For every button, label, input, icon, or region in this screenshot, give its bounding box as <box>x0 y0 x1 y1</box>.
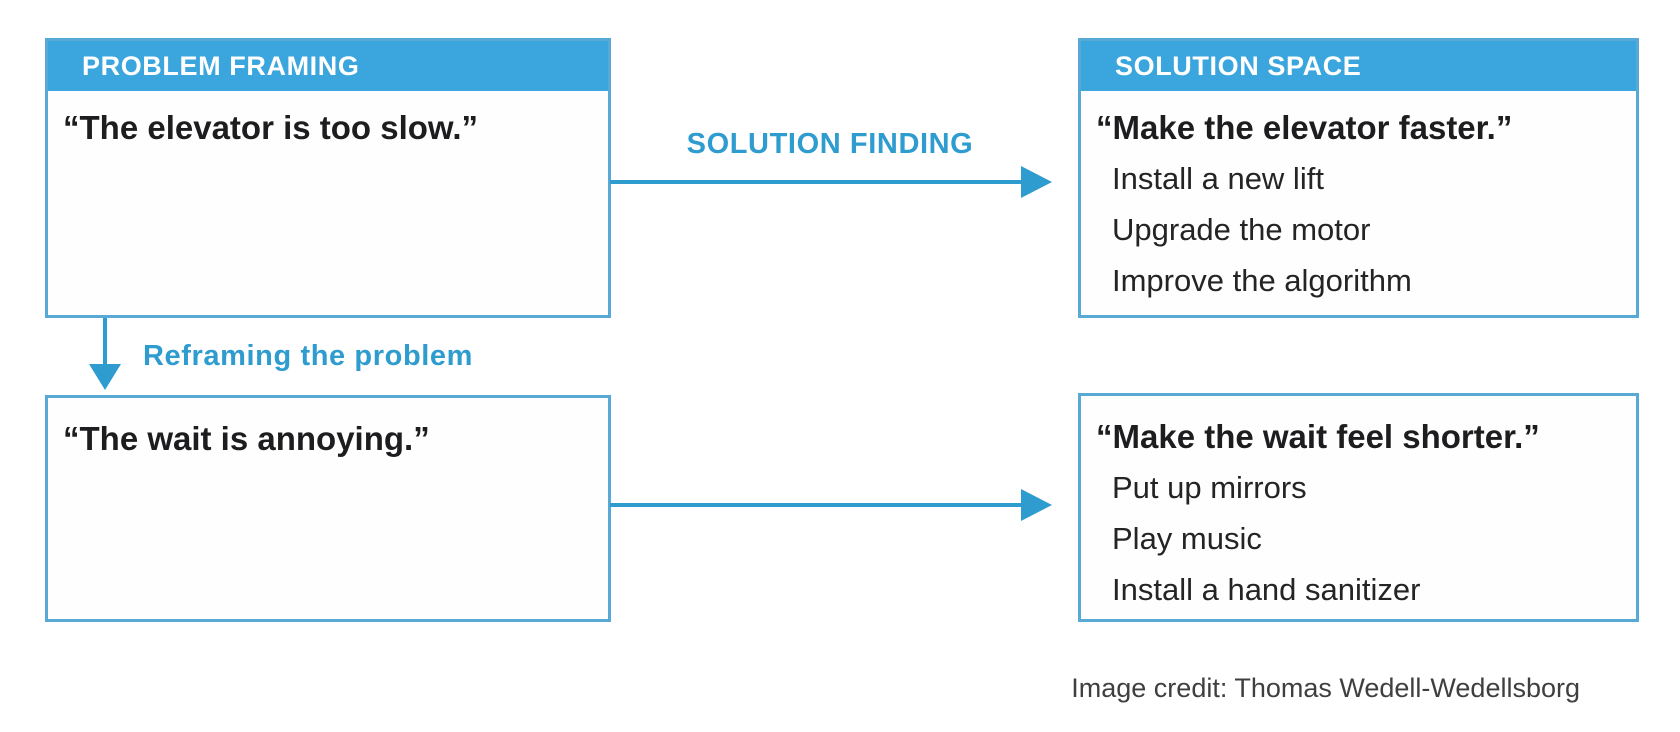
reframed-solution-item: Put up mirrors <box>1112 470 1307 505</box>
reframed-solution-quote: “Make the wait feel shorter.” <box>1096 418 1540 455</box>
solution-item: Upgrade the motor <box>1112 212 1371 247</box>
reframed-problem-box: “The wait is annoying.” <box>45 395 611 622</box>
reframing-label: Reframing the problem <box>143 340 474 372</box>
solution-item: Install a new lift <box>1112 161 1324 196</box>
solution-space-box: SOLUTION SPACE “Make the elevator faster… <box>1078 38 1639 318</box>
problem-framing-header: PROBLEM FRAMING <box>48 41 608 91</box>
reframed-solution-item: Play music <box>1112 521 1262 556</box>
reframed-solution-item: Install a hand sanitizer <box>1112 572 1421 607</box>
solution-finding-arrow-shaft <box>610 180 1022 184</box>
reframing-arrow-shaft <box>103 318 107 366</box>
problem-framing-box: PROBLEM FRAMING “The elevator is too slo… <box>45 38 611 318</box>
solution-item: Improve the algorithm <box>1112 263 1412 298</box>
reframed-problem-quote: “The wait is annoying.” <box>63 420 430 457</box>
image-credit: Image credit: Thomas Wedell-Wedellsborg <box>1071 673 1580 703</box>
problem-quote: “The elevator is too slow.” <box>63 109 479 146</box>
solution-space-header: SOLUTION SPACE <box>1081 41 1636 91</box>
reframed-solution-arrow-shaft <box>610 503 1022 507</box>
solution-finding-arrow-head right-arrow-icon <box>1021 166 1052 198</box>
reframed-solution-item-list: Put up mirrors Play music Install a hand… <box>1081 462 1636 615</box>
reframed-solution-arrow-head right-arrow-icon <box>1021 489 1052 521</box>
reframed-solution-box: “Make the wait feel shorter.” Put up mir… <box>1078 393 1639 622</box>
reframing-arrow-head down-arrow-icon <box>89 364 121 390</box>
solution-finding-label: SOLUTION FINDING <box>686 128 974 160</box>
solution-item-list: Install a new lift Upgrade the motor Imp… <box>1081 153 1636 306</box>
solution-quote: “Make the elevator faster.” <box>1096 109 1513 146</box>
